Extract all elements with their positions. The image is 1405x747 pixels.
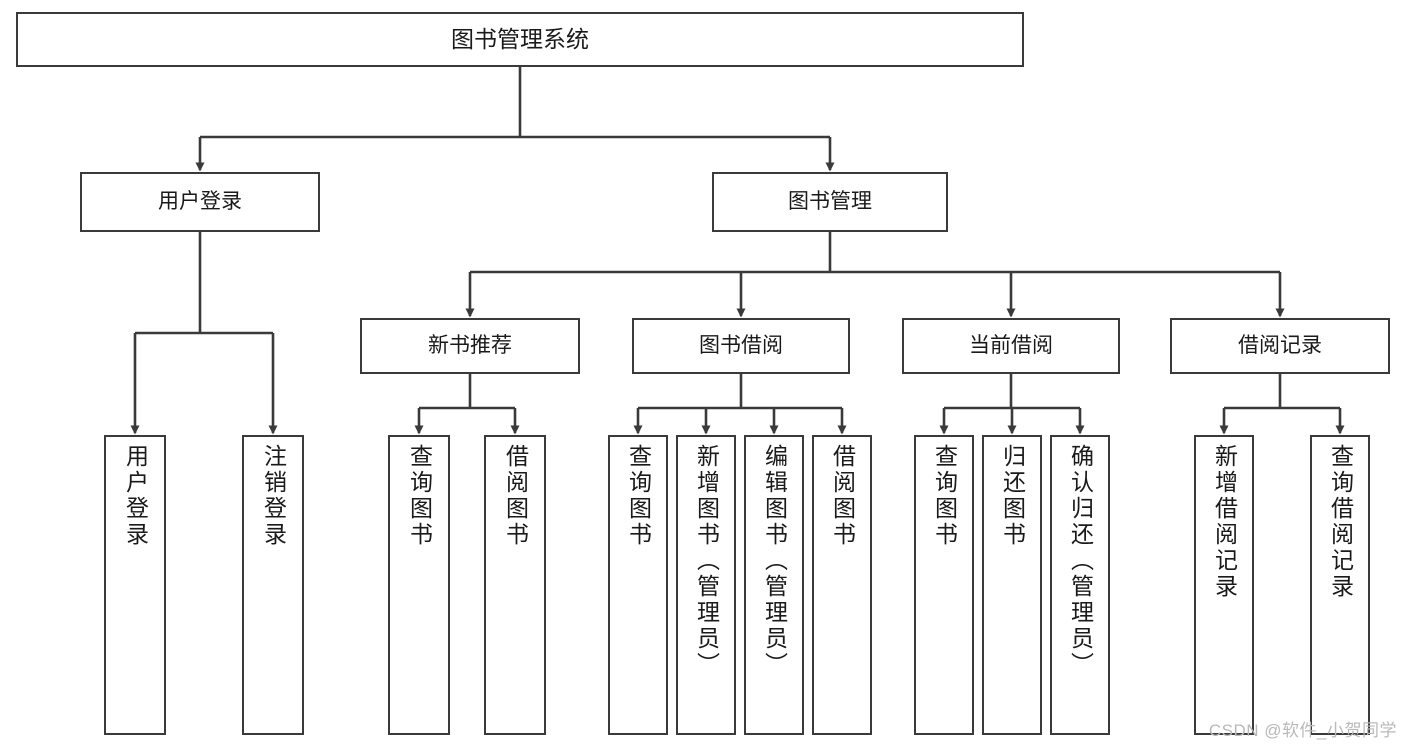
node-label: 新增借阅记录 <box>1211 444 1238 600</box>
node-label: 借阅图书 <box>829 444 856 548</box>
node-label: 图书管理 <box>788 190 872 214</box>
csdn-watermark: CSDN @软件_小贺同学 <box>1208 721 1397 740</box>
node-leaf-query-book-1[interactable]: 查询图书 <box>388 435 450 735</box>
node-borrow-record[interactable]: 借阅记录 <box>1170 318 1390 374</box>
node-label: 新增图书（管理员） <box>693 444 720 678</box>
node-label: 图书管理系统 <box>451 25 589 52</box>
node-leaf-return-book[interactable]: 归还图书 <box>982 435 1042 735</box>
node-current-borrow[interactable]: 当前借阅 <box>902 318 1120 374</box>
node-leaf-user-login[interactable]: 用户登录 <box>104 435 166 735</box>
node-leaf-edit-book[interactable]: 编辑图书（管理员） <box>744 435 804 735</box>
node-label: 查询借阅记录 <box>1327 444 1354 600</box>
node-label: 查询图书 <box>625 444 652 548</box>
node-root[interactable]: 图书管理系统 <box>16 12 1024 67</box>
node-leaf-borrow-book-2[interactable]: 借阅图书 <box>812 435 872 735</box>
node-label: 用户登录 <box>122 444 149 548</box>
node-label: 查询图书 <box>931 444 958 548</box>
node-label: 当前借阅 <box>969 334 1053 358</box>
node-book-borrow[interactable]: 图书借阅 <box>632 318 850 374</box>
node-leaf-logout[interactable]: 注销登录 <box>242 435 304 735</box>
node-new-book-rec[interactable]: 新书推荐 <box>360 318 580 374</box>
node-book-manage[interactable]: 图书管理 <box>712 172 948 232</box>
node-leaf-query-record[interactable]: 查询借阅记录 <box>1310 435 1370 735</box>
node-label: 注销登录 <box>260 444 287 548</box>
node-label: 归还图书 <box>999 444 1026 548</box>
node-leaf-query-book-2[interactable]: 查询图书 <box>608 435 668 735</box>
node-leaf-add-record[interactable]: 新增借阅记录 <box>1194 435 1254 735</box>
node-label: 确认归还（管理员） <box>1067 444 1094 678</box>
node-label: 图书借阅 <box>699 334 783 358</box>
node-label: 用户登录 <box>158 190 242 214</box>
node-user-login[interactable]: 用户登录 <box>80 172 320 232</box>
node-leaf-borrow-book-1[interactable]: 借阅图书 <box>484 435 546 735</box>
edge-paths <box>130 67 1345 435</box>
node-leaf-add-book[interactable]: 新增图书（管理员） <box>676 435 736 735</box>
node-label: 借阅图书 <box>502 444 529 548</box>
node-label: 编辑图书（管理员） <box>761 444 788 678</box>
node-label: 查询图书 <box>406 444 433 548</box>
node-label: 新书推荐 <box>428 334 512 358</box>
node-leaf-confirm-ret[interactable]: 确认归还（管理员） <box>1050 435 1110 735</box>
node-leaf-query-book-3[interactable]: 查询图书 <box>914 435 974 735</box>
node-label: 借阅记录 <box>1238 334 1322 358</box>
